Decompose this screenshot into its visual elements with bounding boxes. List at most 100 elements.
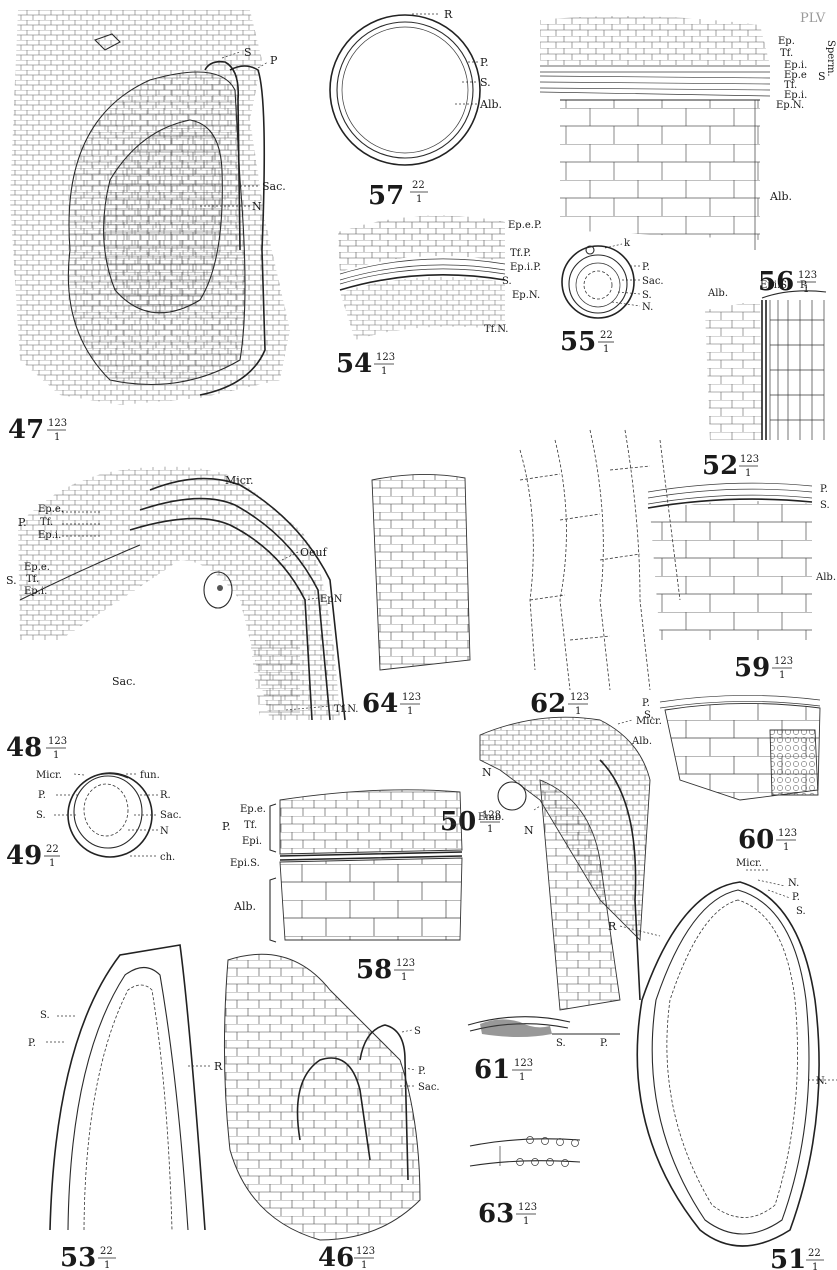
fig52-scale-den: 1: [745, 468, 751, 479]
fig61-scale-num: 123: [514, 1058, 533, 1069]
fig49-label-fun: fun.: [140, 770, 160, 781]
fig48-label-stf: Tf.: [26, 574, 39, 585]
fig50-scale-num: 123: [482, 810, 501, 821]
fig59-scale-num: 123: [774, 656, 793, 667]
fig48-label-oeuf: Oeuf: [300, 546, 328, 559]
fig56-label-alb: Alb.: [769, 190, 792, 203]
fig46-label-p: P.: [418, 1066, 426, 1077]
figure-53: S. P. R 53 22 1: [28, 945, 223, 1270]
figure-61: 61 123 1: [468, 1017, 570, 1085]
fig56-label-tf: Tf.: [780, 48, 793, 59]
fig51-label-n1: N.: [788, 878, 799, 889]
fig53-label-s: S.: [40, 1010, 50, 1021]
fig55-label-p: P.: [642, 262, 650, 273]
fig48-scale-num: 123: [48, 736, 67, 747]
fig58-number: 58: [356, 955, 392, 985]
fig51-label-r: R: [608, 920, 617, 933]
fig60-label-alb: Alb.: [631, 736, 652, 747]
figure-63: 63 123 1: [470, 1137, 580, 1230]
fig59-number: 59: [734, 653, 770, 683]
fig54-label-epip: Ep.i.P.: [510, 262, 541, 273]
figure-48: Micr. Ep.e. Tf. Ep.i. P. Ep.e. Tf. Ep.i.…: [6, 467, 358, 763]
figure-51: Micr. N. P. S. R N. 51 22 1: [608, 858, 837, 1270]
fig64-scale-num: 123: [402, 692, 421, 703]
fig49-number: 49: [6, 841, 42, 871]
fig47-scale-den: 1: [54, 432, 60, 443]
fig60-number: 60: [738, 825, 774, 855]
fig54-label-tfn: Tf.N.: [484, 324, 508, 335]
fig57-number: 57: [368, 181, 404, 211]
fig49-label-ch: ch.: [160, 852, 175, 863]
fig61-number: 61: [474, 1055, 510, 1085]
fig48-label-micr: Micr.: [225, 474, 254, 487]
figure-47: S P Sac. N 47 123 1: [8, 10, 290, 445]
fig49-label-p: P.: [38, 790, 46, 801]
fig57-label-s: S.: [480, 76, 491, 89]
fig60-label-p: P.: [642, 698, 650, 709]
fig57-scale-den: 1: [416, 194, 422, 205]
fig53-number: 53: [60, 1243, 96, 1270]
fig51-scale-den: 1: [812, 1262, 818, 1270]
fig51-number: 51: [770, 1245, 806, 1270]
fig61-scale-den: 1: [519, 1072, 525, 1083]
fig48-label-sac: Sac.: [112, 675, 136, 688]
fig58-label-epe: Ep.e.: [240, 804, 266, 815]
figure-52: Alb. Epi.S. P. 52 123 1: [702, 280, 826, 481]
figure-46: S P. Sac. 46 123 1: [224, 954, 439, 1270]
fig54-label-epep: Ep.e.P.: [508, 220, 542, 231]
fig48-label-sepe: Ep.e.: [24, 562, 50, 573]
fig57-label-p: P.: [480, 56, 489, 69]
fig57-scale-num: 22: [412, 180, 425, 191]
figure-57: R P. S. Alb. 57 22 1: [330, 8, 502, 211]
fig56-label-ep: Ep.: [778, 36, 795, 47]
fig47-label-s: S: [244, 46, 252, 59]
fig50-label-s: S.: [556, 1038, 566, 1049]
fig49-label-sac: Sac.: [160, 810, 182, 821]
fig53-label-r: R: [214, 1060, 223, 1073]
fig60-scale-den: 1: [783, 842, 789, 853]
fig48-scale-den: 1: [53, 750, 59, 761]
fig58-label-alb: Alb.: [233, 900, 256, 913]
fig47-label-p: P: [270, 54, 278, 67]
fig48-label-sepi: Ep.i.: [24, 586, 47, 597]
fig54-label-s: S.: [502, 276, 512, 287]
fig63-scale-den: 1: [523, 1216, 529, 1227]
fig53-label-p: P.: [28, 1038, 36, 1049]
fig48-number: 48: [6, 733, 42, 763]
fig64-number: 64: [362, 689, 398, 719]
fig47-scale-num: 123: [48, 418, 67, 429]
fig49-scale-den: 1: [49, 858, 55, 869]
fig57-label-r: R: [444, 8, 453, 21]
fig55-label-k: k: [624, 238, 631, 249]
fig52-label-alb: Alb.: [707, 288, 728, 299]
fig51-label-micr: Micr.: [736, 858, 762, 869]
fig46-number: 46: [318, 1243, 354, 1270]
fig46-label-sac: Sac.: [418, 1082, 440, 1093]
fig49-scale-num: 22: [46, 844, 59, 855]
figure-49: Micr. fun. P. R. S. Sac. N ch. 49 22 1: [6, 770, 182, 871]
figure-59: P. S. Alb. 59 123 1: [648, 483, 836, 683]
fig46-label-s: S: [414, 1026, 421, 1037]
fig51-label-n2: N.: [816, 1076, 827, 1087]
fig59-label-p: P.: [820, 484, 828, 495]
fig54-label-tfp: Tf.P.: [510, 248, 531, 259]
fig54-label-epn: Ep.N.: [512, 290, 540, 301]
fig50-label-n1: N: [482, 766, 492, 779]
fig58-scale-num: 123: [396, 958, 415, 969]
fig48-label-p: P.: [18, 516, 27, 529]
fig58-label-p: P.: [222, 820, 231, 833]
fig49-label-s: S.: [36, 810, 46, 821]
plate-number: PLV: [800, 11, 826, 26]
fig51-label-s: S.: [796, 906, 806, 917]
fig48-label-ptf: Tf.: [40, 517, 53, 528]
fig53-scale-den: 1: [104, 1260, 110, 1270]
fig62-scale-den: 1: [575, 706, 581, 717]
figure-55: k P. Sac. S. N. 55 22 1: [560, 238, 664, 357]
fig48-label-pepi: Ep.i.: [38, 530, 61, 541]
fig59-label-alb: Alb.: [815, 572, 836, 583]
fig63-scale-num: 123: [518, 1202, 537, 1213]
fig59-label-s: S.: [820, 500, 830, 511]
fig51-label-p: P.: [792, 892, 800, 903]
fig55-scale-num: 22: [600, 330, 613, 341]
